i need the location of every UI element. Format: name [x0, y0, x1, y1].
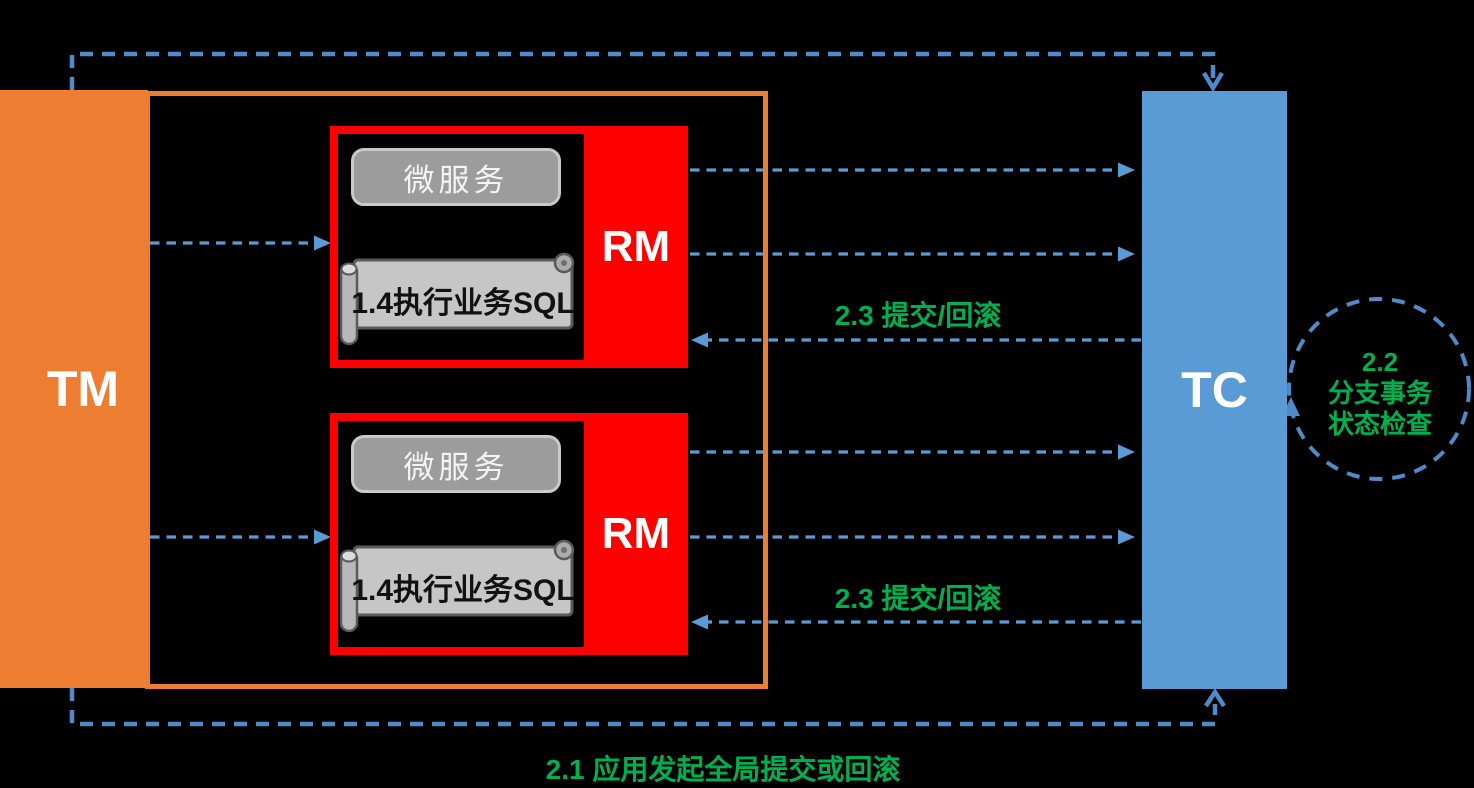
tm-box: TM [0, 90, 148, 688]
rm1-label: RM [601, 222, 671, 271]
tm-to-rm1-arrow [150, 235, 331, 251]
rm1-inner-panel: 微服务 1.4执行业务SQL [338, 134, 584, 360]
commit-rollback-label-lower: 2.3 提交/回滚 [834, 583, 1002, 614]
branch-check-line1: 2.2 [1361, 347, 1399, 377]
rm-box-2: 微服务 1.4执行业务SQL RM [330, 413, 688, 655]
rm2-to-tc-arrow-1 [690, 444, 1135, 460]
rm1-sql-step-label: 1.4执行业务SQL [351, 287, 575, 320]
tm-to-rm2-arrow [150, 529, 331, 545]
rm2-sql-scroll-shape: 1.4执行业务SQL [336, 539, 586, 635]
rm1-to-tc-arrow-1 [690, 162, 1135, 178]
rm-box-1: 微服务 1.4执行业务SQL RM [330, 126, 688, 368]
rm1-microservice-label: 微服务 [403, 162, 509, 198]
global-loop-top-arrow [69, 51, 1224, 93]
rm2-label: RM [601, 509, 671, 558]
tc-label: TC [1181, 362, 1248, 418]
scroll-shape-icon [339, 539, 575, 633]
rm1-to-tc-arrow-2 [690, 246, 1135, 262]
branch-status-check-label: 2.2 分支事务 状态检查 [1294, 347, 1466, 441]
tc-to-rm2-arrow [691, 614, 1141, 630]
tc-to-rm1-arrow [691, 332, 1141, 348]
scroll-shape-icon [339, 252, 575, 346]
global-loop-bottom-arrow [69, 687, 1226, 727]
tc-box: TC [1142, 91, 1287, 689]
commit-rollback-label-upper: 2.3 提交/回滚 [834, 300, 1002, 331]
rm1-microservice-badge: 微服务 [351, 148, 561, 206]
branch-check-line3: 状态检查 [1327, 409, 1432, 440]
rm2-sql-step-label: 1.4执行业务SQL [351, 574, 575, 607]
rm2-microservice-label: 微服务 [403, 449, 509, 485]
rm2-to-tc-arrow-2 [690, 529, 1135, 545]
branch-check-line2: 分支事务 [1327, 378, 1432, 409]
rm1-sql-scroll-shape: 1.4执行业务SQL [336, 252, 586, 348]
tm-label: TM [46, 361, 120, 417]
rm2-microservice-badge: 微服务 [351, 435, 561, 493]
global-commit-rollback-label: 2.1 应用发起全局提交或回滚 [545, 754, 901, 785]
rm2-inner-panel: 微服务 1.4执行业务SQL [338, 421, 584, 647]
